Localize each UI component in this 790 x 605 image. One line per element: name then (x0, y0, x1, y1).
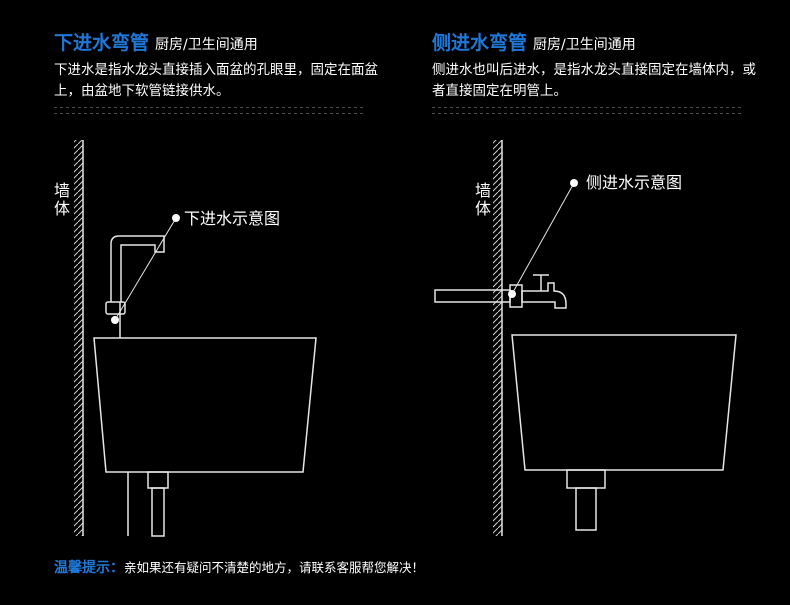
left-faucet (110, 235, 165, 338)
right-diagram (434, 140, 737, 536)
left-fine-print (54, 102, 364, 124)
right-callout-label: 侧进水示意图 (586, 173, 682, 192)
left-wall-label: 墙体 (54, 181, 70, 218)
warm-tip: 温馨提示：亲如果还有疑问不清楚的地方，请联系客服帮您解决！ (54, 557, 424, 577)
right-title: 侧进水弯管 (432, 32, 528, 54)
right-subtitle: 厨房/卫生间通用 (533, 37, 636, 53)
left-heading: 下进水弯管厨房/卫生间通用 (54, 28, 258, 55)
tip-text: 亲如果还有疑问不清楚的地方，请联系客服帮您解决！ (124, 560, 425, 575)
right-drain-nut (566, 469, 606, 489)
left-drain-pipe (151, 487, 165, 537)
right-heading: 侧进水弯管厨房/卫生间通用 (432, 28, 636, 55)
left-callout-anchor (172, 214, 180, 222)
left-callout-label: 下进水示意图 (184, 209, 280, 228)
left-callout-line (114, 217, 177, 321)
left-drain-nut (147, 471, 169, 489)
right-callout-anchor (570, 179, 578, 187)
right-wall-label: 墙体 (475, 181, 491, 218)
right-basin (511, 334, 737, 471)
left-faucet-nut (105, 301, 126, 315)
left-basin (93, 337, 317, 473)
left-description: 下进水是指水龙头直接插入面盆的孔眼里，固定在面盆上，由盆地下软管链接供水。 (54, 62, 378, 99)
tip-label: 温馨提示： (54, 560, 124, 576)
left-title: 下进水弯管 (54, 32, 150, 54)
right-fine-print (432, 102, 742, 124)
right-callout-line (511, 182, 575, 295)
right-wall-hatch (493, 140, 502, 536)
right-faucet (521, 282, 567, 309)
right-description: 侧进水也叫后进水，是指水龙头直接固定在墙体内，或者直接固定在明管上。 (432, 62, 756, 99)
left-subtitle: 厨房/卫生间通用 (155, 37, 258, 53)
right-drain-pipe (575, 487, 597, 531)
left-wall-hatch (74, 140, 83, 536)
left-diagram (74, 140, 317, 537)
